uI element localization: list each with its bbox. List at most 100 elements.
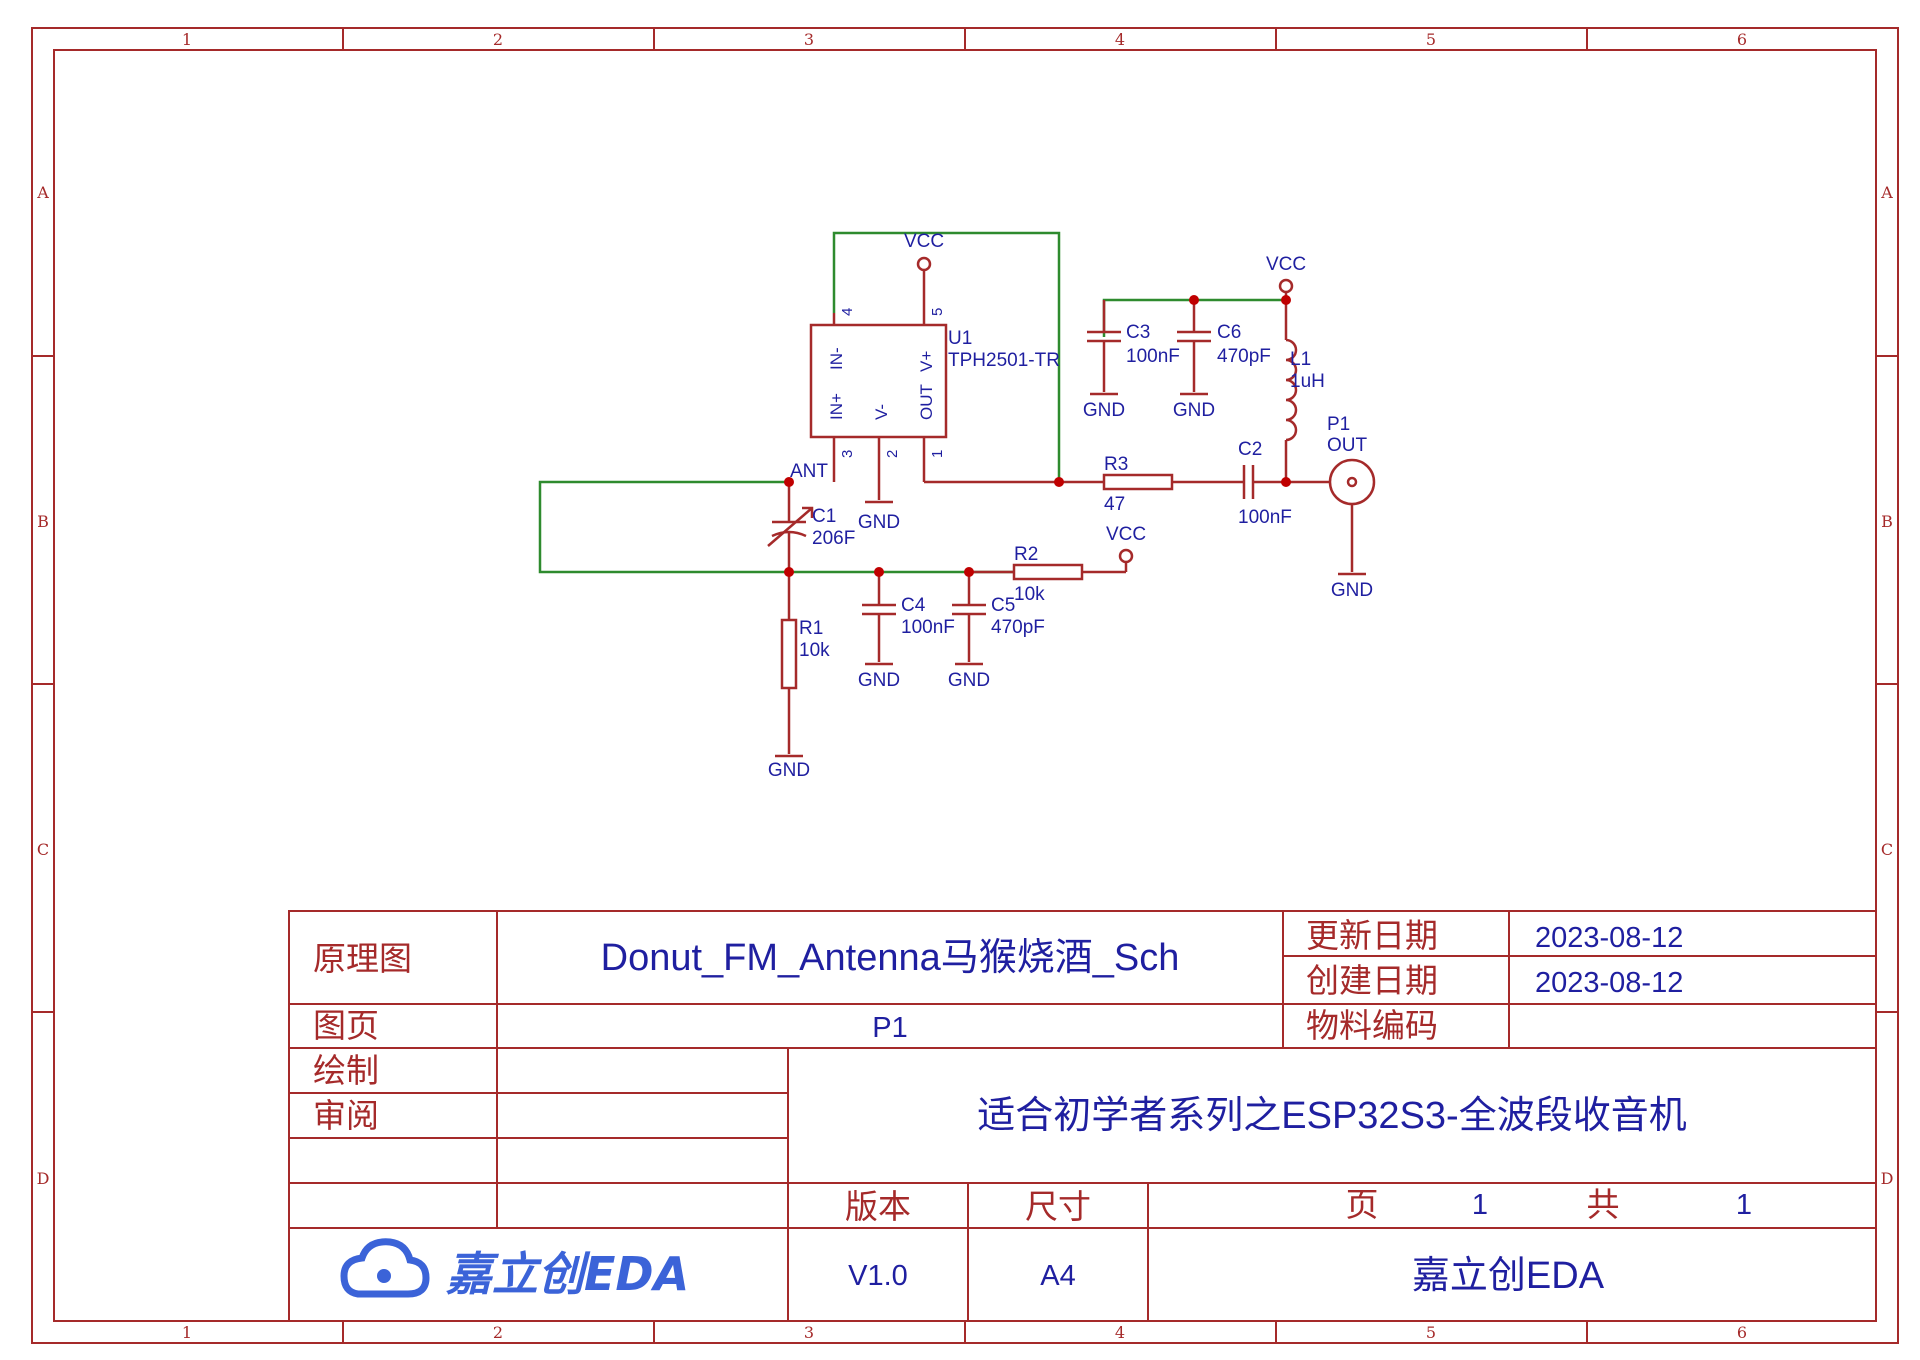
title-block: 原理图 Donut_FM_Antenna马猴烧酒_Sch 更新日期 2023-0… [288,910,1877,1322]
c2-capacitor[interactable]: C2 100nF [1238,439,1292,528]
r1-resistor[interactable]: R1 10k [780,572,830,754]
zone-col-3-top: 3 [804,30,814,49]
vcc-label-u1: VCC [904,231,944,252]
title-block-project: 适合初学者系列之ESP32S3-全波段收音机 [977,1095,1686,1137]
title-block-total: 1 [1736,1189,1752,1221]
u1-opamp[interactable]: U1 TPH2501-TR IN+ IN- V- OUT V+ 4 5 3 2 … [809,270,1060,500]
r3-resistor[interactable]: R3 47 [1059,454,1244,515]
c2-value: 100nF [1238,507,1292,528]
c1-ref: C1 [812,506,836,527]
zone-col-4-top: 4 [1115,30,1125,49]
c4-ref: C4 [901,595,926,616]
gnd-label-c3: GND [1083,400,1125,421]
c4-capacitor[interactable]: C4 100nF GND [858,572,955,691]
zone-col-1-bottom: 1 [182,1323,192,1342]
c3-value: 100nF [1126,346,1180,367]
c6-value: 470pF [1217,346,1271,367]
zone-row-c-right: C [1881,840,1893,859]
c1-variable-capacitor[interactable]: C1 206F [767,482,855,572]
title-block-type-label: 原理图 [313,939,412,978]
r3-value: 47 [1104,494,1125,515]
zone-row-b-right: B [1881,512,1893,531]
gnd-label-u1: GND [858,512,900,533]
net-ant-loop-wire [538,480,789,574]
c2-ref: C2 [1238,439,1262,460]
title-block-page-value: P1 [872,1012,907,1044]
l1-inductor[interactable]: L1 1uH [1284,338,1325,482]
gnd-label-c6: GND [1173,400,1215,421]
r2-value: 10k [1014,584,1045,605]
zone-row-d-left: D [37,1169,50,1188]
title-block-title: Donut_FM_Antenna马猴烧酒_Sch [601,937,1180,979]
u1-pin-3-number: 3 [839,450,856,458]
vcc-label-r2: VCC [1106,524,1146,545]
c5-ref: C5 [991,595,1015,616]
zone-col-3-bottom: 3 [804,1323,814,1342]
title-block-review-label: 审阅 [313,1096,379,1135]
logo-text: 嘉立创EDA [446,1247,689,1301]
u1-ref: U1 [948,328,972,349]
zone-col-1-top: 1 [182,30,192,49]
zone-row-d-right: D [1881,1169,1894,1188]
p1-ref: P1 [1327,414,1350,435]
r1-value: 10k [799,640,830,661]
zone-row-b-left: B [37,512,49,531]
gnd-symbol-r1: GND [768,754,810,781]
vcc-label-right: VCC [1266,254,1306,275]
gnd-label-c5: GND [948,670,990,691]
u1-pin-2-number: 2 [884,450,901,458]
l1-value: 1uH [1290,371,1325,392]
c5-value: 470pF [991,617,1045,638]
u1-pin-v-plus: V+ [917,351,936,372]
title-block-company: 嘉立创EDA [1412,1255,1605,1297]
gnd-label-r1: GND [768,760,810,781]
vcc-symbol-right: VCC [1266,254,1306,340]
circuit: U1 TPH2501-TR IN+ IN- V- OUT V+ 4 5 3 2 … [538,231,1376,781]
gnd-symbol-u1: GND [858,500,900,533]
u1-pin-1-number: 1 [929,450,946,458]
zone-col-5-bottom: 5 [1426,1323,1436,1342]
title-block-page-no: 1 [1472,1189,1488,1221]
title-block-size-label: 尺寸 [1025,1187,1091,1226]
c4-value: 100nF [901,617,955,638]
p1-coax-connector[interactable]: P1 OUT GND [1286,414,1376,601]
title-block-updated-value: 2023-08-12 [1535,922,1683,954]
u1-pin-5-number: 5 [929,308,946,316]
title-block-drawn-label: 绘制 [313,1051,379,1090]
title-block-version-value: V1.0 [848,1260,908,1292]
zone-col-2-top: 2 [493,30,503,49]
zone-col-4-bottom: 4 [1115,1323,1125,1342]
c1-value: 206F [812,528,855,549]
u1-pin-out: OUT [917,384,936,420]
zone-row-c-left: C [37,840,49,859]
c6-capacitor[interactable]: C6 470pF GND [1173,300,1271,421]
gnd-label-p1: GND [1331,580,1373,601]
title-block-total-label: 共 [1587,1185,1620,1224]
gnd-label-c4: GND [858,670,900,691]
zone-col-2-bottom: 2 [493,1323,503,1342]
zone-row-a-right: A [1880,183,1893,202]
title-block-part-code-label: 物料编码 [1306,1006,1438,1045]
r1-ref: R1 [799,618,823,639]
jlc-eda-logo: 嘉立创EDA [340,1238,689,1301]
title-block-created-value: 2023-08-12 [1535,967,1683,999]
zone-row-a-left: A [36,183,49,202]
title-block-updated-label: 更新日期 [1306,916,1438,955]
u1-pin-in-plus: IN+ [827,393,846,420]
r3-ref: R3 [1104,454,1128,475]
title-block-page-no-label: 页 [1346,1185,1379,1224]
title-block-page-label: 图页 [313,1006,379,1045]
c5-capacitor[interactable]: C5 470pF GND [948,572,1045,691]
r2-resistor[interactable]: R2 10k [969,544,1128,605]
vcc-symbol-u1: VCC [904,231,944,272]
vcc-symbol-r2: VCC [1106,524,1146,564]
u1-part: TPH2501-TR [948,350,1060,371]
p1-value: OUT [1327,435,1368,456]
l1-ref: L1 [1290,349,1311,370]
zone-col-6-top: 6 [1737,30,1747,49]
title-block-size-value: A4 [1040,1260,1075,1292]
c3-capacitor[interactable]: C3 100nF GND [1083,300,1180,421]
junction-dots [784,295,1291,577]
zone-col-5-top: 5 [1426,30,1436,49]
